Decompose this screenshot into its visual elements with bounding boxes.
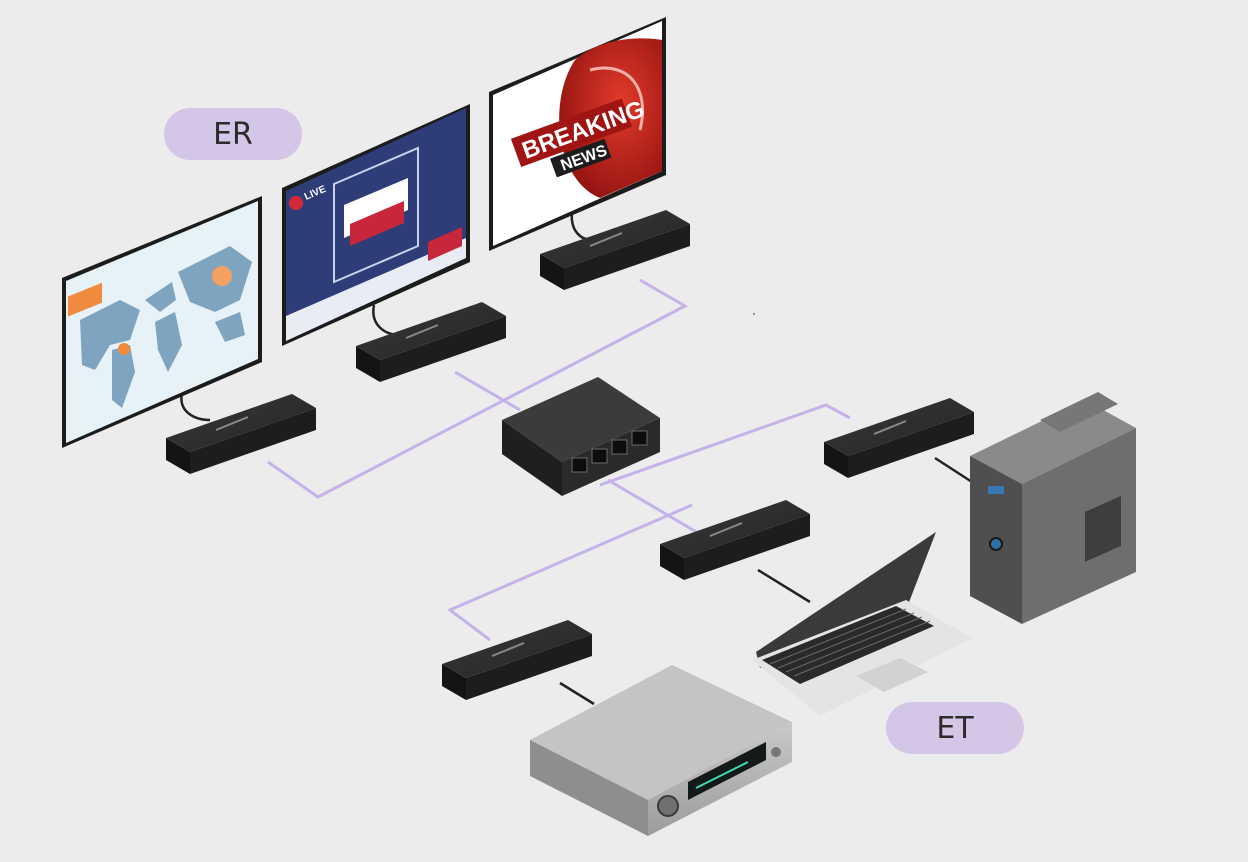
transmitter-box-laptop — [660, 500, 810, 580]
cable-rx1 — [267, 278, 689, 499]
media-player-icon — [530, 665, 792, 836]
network-switch-icon — [502, 377, 660, 496]
transmitter-box-pc — [824, 398, 974, 478]
cable-tx-media — [447, 503, 693, 642]
receiver-box-2 — [356, 302, 506, 382]
extender-boxes — [166, 210, 974, 700]
transmitters-label: ET — [886, 702, 1024, 754]
receiver-box-1 — [166, 394, 316, 474]
laptop-icon — [752, 532, 972, 716]
display-news-red: BREAKING NEWS — [489, 17, 666, 251]
tower-pc-icon — [970, 392, 1136, 624]
display-world-map — [62, 196, 262, 448]
display-news-blue: LIVE — [282, 104, 470, 346]
network-cables — [267, 278, 851, 642]
cable-tx-laptop — [607, 478, 711, 542]
receiver-box-3 — [540, 210, 690, 290]
video-cables — [180, 211, 973, 706]
cable-tx-pc — [599, 403, 851, 487]
cable-rx2 — [454, 370, 521, 412]
stray-dot — [752, 312, 756, 316]
transmitter-box-media — [442, 620, 592, 700]
news-broadcast-icon — [344, 178, 408, 246]
receivers-label: ER — [164, 108, 302, 160]
